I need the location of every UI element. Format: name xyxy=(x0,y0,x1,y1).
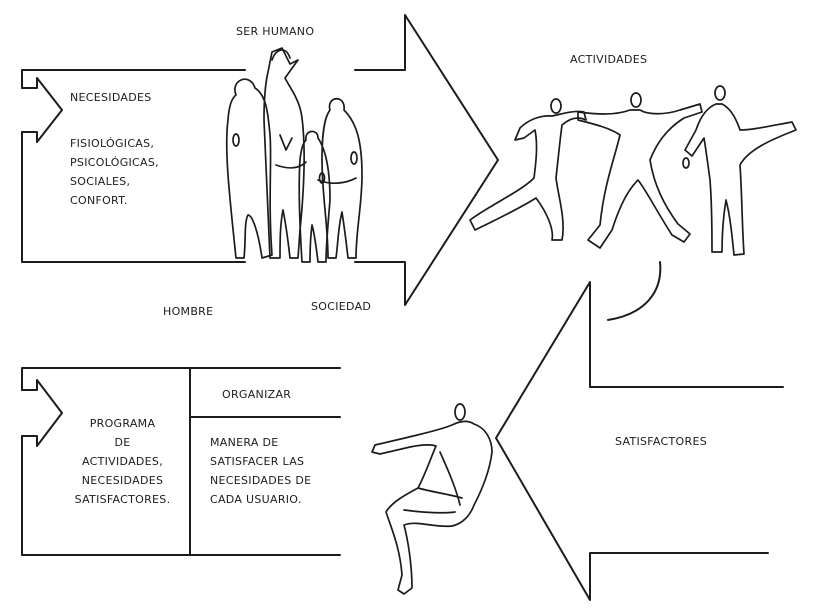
label-necesidades-tipos: FISIOLÓGICAS, PSICOLÓGICAS, SOCIALES, CO… xyxy=(70,137,159,207)
label-necesidades: NECESIDADES xyxy=(70,91,152,104)
label-sociedad: SOCIEDAD xyxy=(311,300,372,313)
person-figure xyxy=(469,110,587,241)
active-person-figures xyxy=(469,85,797,256)
head xyxy=(714,85,726,101)
label-hombre: HOMBRE xyxy=(163,305,214,318)
top-flow-box xyxy=(21,69,246,263)
person-figure xyxy=(577,103,703,249)
person-figure xyxy=(321,97,363,259)
label-manera: MANERA DE SATISFACER LAS NECESIDADES DE … xyxy=(210,436,312,506)
head xyxy=(550,98,562,114)
person-figure xyxy=(371,420,493,595)
label-organizar: ORGANIZAR xyxy=(222,388,292,401)
left-flow-arrow xyxy=(495,281,784,601)
top-input-arrow xyxy=(21,77,63,143)
right-flow-arrow xyxy=(354,14,499,306)
label-satisfactores: SATISFACTORES xyxy=(615,435,707,448)
person-figure xyxy=(271,49,291,61)
bottom-flow-box xyxy=(21,367,341,556)
head xyxy=(630,92,642,108)
return-curve xyxy=(607,261,662,321)
person-figure xyxy=(225,78,273,259)
person-figure xyxy=(684,103,797,256)
person-figure xyxy=(263,47,306,259)
label-programa: PROGRAMA DE ACTIVIDADES, NECESIDADES SAT… xyxy=(74,417,171,506)
label-ser-humano: SER HUMANO xyxy=(236,25,315,38)
bottom-input-arrow xyxy=(21,379,63,447)
label-actividades: ACTIVIDADES xyxy=(570,53,648,66)
head xyxy=(454,403,466,421)
human-group-figures xyxy=(225,47,363,263)
seated-person-figure xyxy=(371,403,493,595)
